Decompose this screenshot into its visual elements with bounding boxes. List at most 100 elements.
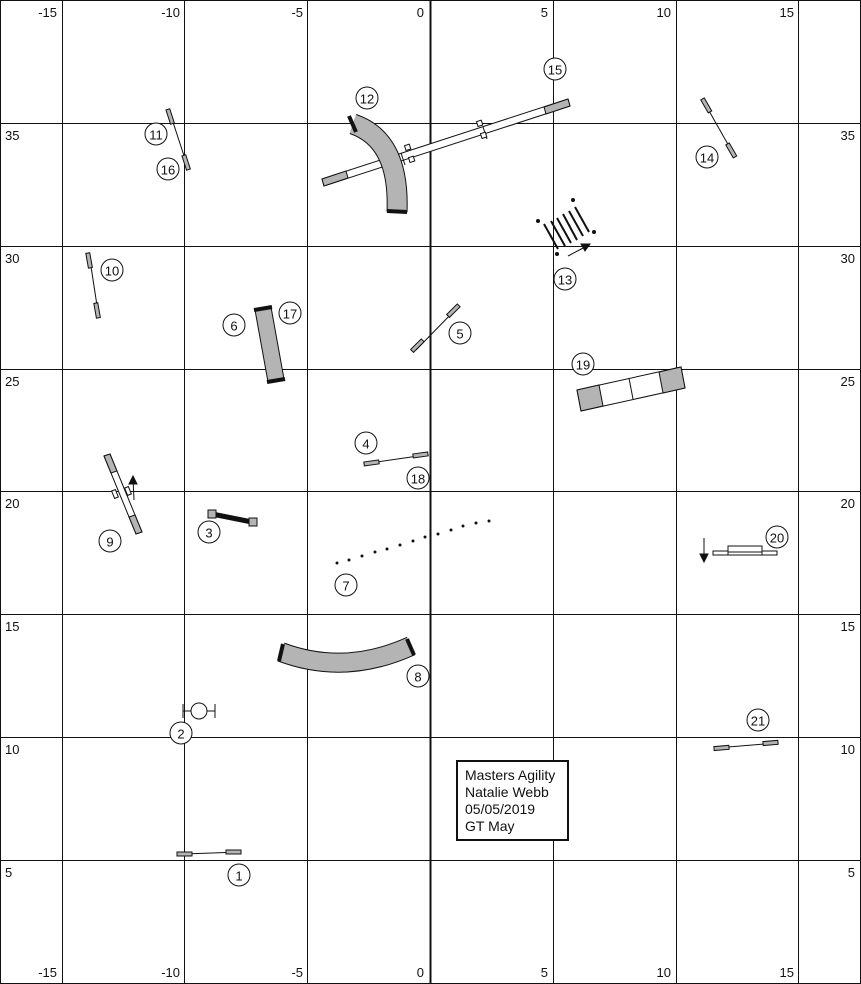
weave-poles	[335, 519, 491, 565]
x-axis-labels-bottom: -15 -10 -5 0 5 10 15	[38, 965, 794, 980]
marker-20: 20	[765, 525, 789, 549]
marker-9: 9	[98, 529, 122, 553]
svg-text:21: 21	[751, 714, 765, 729]
x-label: -15	[38, 5, 57, 20]
x-label: 15	[780, 5, 794, 20]
marker-12: 12	[355, 86, 379, 110]
svg-text:4: 4	[362, 437, 369, 452]
x-label: -5	[291, 965, 303, 980]
a-frame	[576, 366, 686, 412]
marker-8: 8	[406, 664, 430, 688]
y-label: 35	[841, 128, 855, 143]
x-label: -15	[38, 965, 57, 980]
y-label: 10	[841, 742, 855, 757]
marker-16: 16	[156, 157, 180, 181]
svg-text:8: 8	[414, 670, 421, 685]
y-label: 35	[5, 128, 19, 143]
y-label: 20	[5, 496, 19, 511]
bar-jump	[713, 739, 779, 752]
course-date: 05/05/2019	[465, 801, 536, 817]
dogwalk	[321, 98, 571, 187]
svg-text:13: 13	[558, 273, 572, 288]
x-label: 15	[780, 965, 794, 980]
marker-11: 11	[144, 122, 168, 146]
bar-jump	[176, 849, 242, 857]
marker-15: 15	[543, 57, 567, 81]
bar-jump	[165, 108, 192, 171]
bar-jump	[85, 252, 101, 319]
svg-text:5: 5	[456, 327, 463, 342]
curved-tunnel	[277, 636, 416, 673]
marker-6: 6	[222, 313, 246, 337]
y-label: 10	[5, 742, 19, 757]
svg-text:11: 11	[149, 128, 163, 143]
x-label: 0	[417, 965, 424, 980]
x-label: 10	[657, 965, 671, 980]
y-label: 15	[5, 619, 19, 634]
y-axis-labels-left: 35 30 25 20 15 10 5	[5, 128, 19, 880]
svg-text:20: 20	[770, 531, 784, 546]
marker-1: 1	[227, 863, 251, 887]
y-label: 15	[841, 619, 855, 634]
svg-text:1: 1	[235, 869, 242, 884]
x-label: 10	[657, 5, 671, 20]
marker-5: 5	[448, 321, 472, 345]
course-info-box: Masters Agility Natalie Webb 05/05/2019 …	[456, 760, 569, 841]
y-label: 20	[841, 496, 855, 511]
svg-text:10: 10	[105, 264, 119, 279]
marker-18: 18	[406, 466, 430, 490]
bar-jump	[700, 97, 738, 159]
marker-3: 3	[197, 520, 221, 544]
svg-text:6: 6	[230, 319, 237, 334]
straight-tunnel	[253, 305, 286, 384]
ring-name: GT May	[465, 818, 515, 834]
grid-horizontal-lines	[0, 123, 861, 861]
x-label: 5	[541, 5, 548, 20]
y-label: 5	[5, 865, 12, 880]
double-jump	[699, 538, 778, 564]
marker-10: 10	[100, 258, 124, 282]
y-label: 25	[841, 374, 855, 389]
y-label: 5	[848, 865, 855, 880]
svg-text:12: 12	[360, 92, 374, 107]
marker-21: 21	[746, 708, 770, 732]
svg-text:17: 17	[283, 307, 297, 322]
marker-2: 2	[169, 721, 193, 745]
svg-text:19: 19	[576, 358, 590, 373]
judge-name: Natalie Webb	[465, 784, 549, 800]
svg-text:14: 14	[700, 151, 714, 166]
marker-4: 4	[354, 431, 378, 455]
marker-7: 7	[334, 573, 358, 597]
x-label: 0	[417, 5, 424, 20]
svg-text:2: 2	[177, 727, 184, 742]
svg-text:18: 18	[411, 472, 425, 487]
marker-19: 19	[571, 352, 595, 376]
bar-jump	[363, 451, 429, 467]
tire	[182, 702, 216, 720]
x-label: -5	[291, 5, 303, 20]
svg-text:7: 7	[342, 579, 349, 594]
marker-14: 14	[695, 145, 719, 169]
y-label: 30	[841, 251, 855, 266]
bar-jump	[409, 303, 461, 354]
y-label: 25	[5, 374, 19, 389]
svg-text:3: 3	[205, 526, 212, 541]
x-axis-labels-top: -15 -10 -5 0 5 10 15	[38, 5, 794, 20]
ladder-jump	[536, 198, 596, 257]
svg-text:15: 15	[548, 63, 562, 78]
table-obstacle	[103, 453, 143, 535]
svg-text:9: 9	[106, 535, 113, 550]
svg-text:16: 16	[161, 163, 175, 178]
broad-jump	[207, 509, 258, 527]
x-label: -10	[161, 965, 180, 980]
curved-tunnel	[347, 114, 408, 214]
y-label: 30	[5, 251, 19, 266]
marker-13: 13	[553, 267, 577, 291]
obstacle-number-markers: 1 2 3 4 5 6 7 8 9 10 11 12 13 14 15 16 1…	[98, 57, 789, 887]
course-class: Masters Agility	[465, 767, 556, 783]
x-label: 5	[541, 965, 548, 980]
marker-17: 17	[278, 301, 302, 325]
y-axis-labels-right: 35 30 25 20 15 10 5	[841, 128, 855, 880]
x-label: -10	[161, 5, 180, 20]
